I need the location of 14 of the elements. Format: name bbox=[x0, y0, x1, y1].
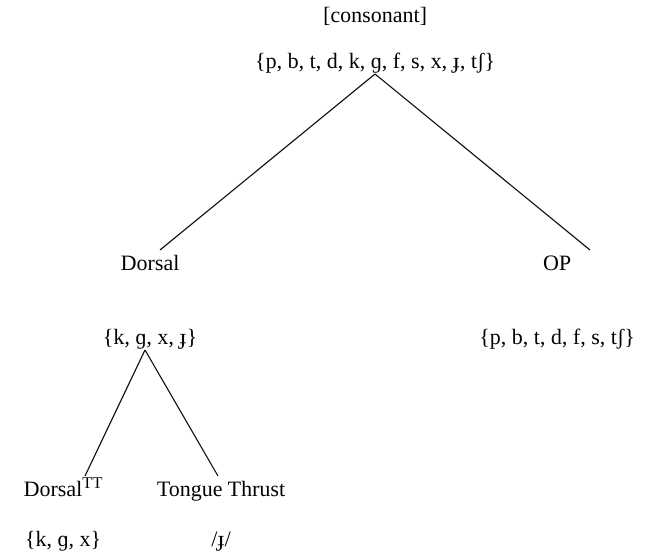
phoneme-set: {p, b, t, d, k, ɡ, f, s, x, ɟ, tʃ} bbox=[255, 48, 495, 74]
phoneme-set: {p, b, t, d, f, s, tʃ} bbox=[479, 324, 635, 350]
phoneme-set: /ɟ/ bbox=[211, 526, 231, 552]
node-label: [consonant] bbox=[323, 2, 427, 28]
tree-branch bbox=[144, 350, 219, 476]
phoneme-set: {k, ɡ, x, ɟ} bbox=[102, 324, 198, 350]
node-label: Dorsal bbox=[120, 250, 180, 276]
tree-branch bbox=[84, 350, 146, 476]
tree-branch bbox=[374, 74, 590, 250]
phoneme-set: {k, ɡ, x} bbox=[24, 526, 102, 552]
tree-branch bbox=[160, 74, 376, 250]
node-label: Tongue Thrust bbox=[156, 476, 286, 502]
node-label: OP bbox=[542, 250, 572, 276]
node-label: Dorsal$^{TT}$ bbox=[24, 476, 102, 502]
